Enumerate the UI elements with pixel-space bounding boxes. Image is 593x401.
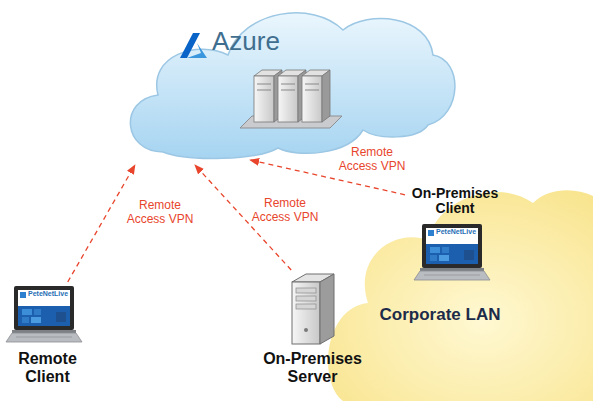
laptop-icon: [414, 224, 490, 280]
azure-logo: [180, 33, 207, 58]
screen-logo-text: PeteNetLive: [436, 228, 476, 236]
node-label: Remote Client: [0, 350, 95, 386]
screen-logo-slot: PeteNetLive: [28, 290, 68, 298]
screen-logo-slot: PeteNetLive: [436, 228, 476, 236]
edge-label-slot: Remote Access VPN: [335, 145, 409, 173]
cloud-region: Corporate LAN On-Premises Client: [328, 168, 593, 401]
vpn-connector: [68, 165, 135, 282]
edge-label: Remote Access VPN: [123, 198, 197, 226]
node-label: Azure: [212, 26, 280, 56]
node-label: On-Premises Server: [255, 350, 370, 386]
edge-label: Remote Access VPN: [335, 145, 409, 173]
edge-label-slot: Remote Access VPN: [123, 198, 197, 226]
cloud-outline: [328, 190, 593, 401]
azure-logo-part: [180, 33, 200, 58]
edge-label: Remote Access VPN: [248, 196, 322, 224]
laptop-icon: [6, 286, 82, 342]
azure-logo-part: [187, 43, 207, 58]
screen-logo-text: PeteNetLive: [28, 290, 68, 298]
server-icon: [292, 274, 334, 344]
server-stack: [240, 70, 342, 128]
server-tower: [302, 70, 330, 122]
cloud-outline: [130, 13, 455, 159]
node-label: On-Premises Client: [405, 186, 505, 216]
edge-label-slot: Remote Access VPN: [248, 196, 322, 224]
node-label: Corporate LAN: [375, 305, 505, 325]
